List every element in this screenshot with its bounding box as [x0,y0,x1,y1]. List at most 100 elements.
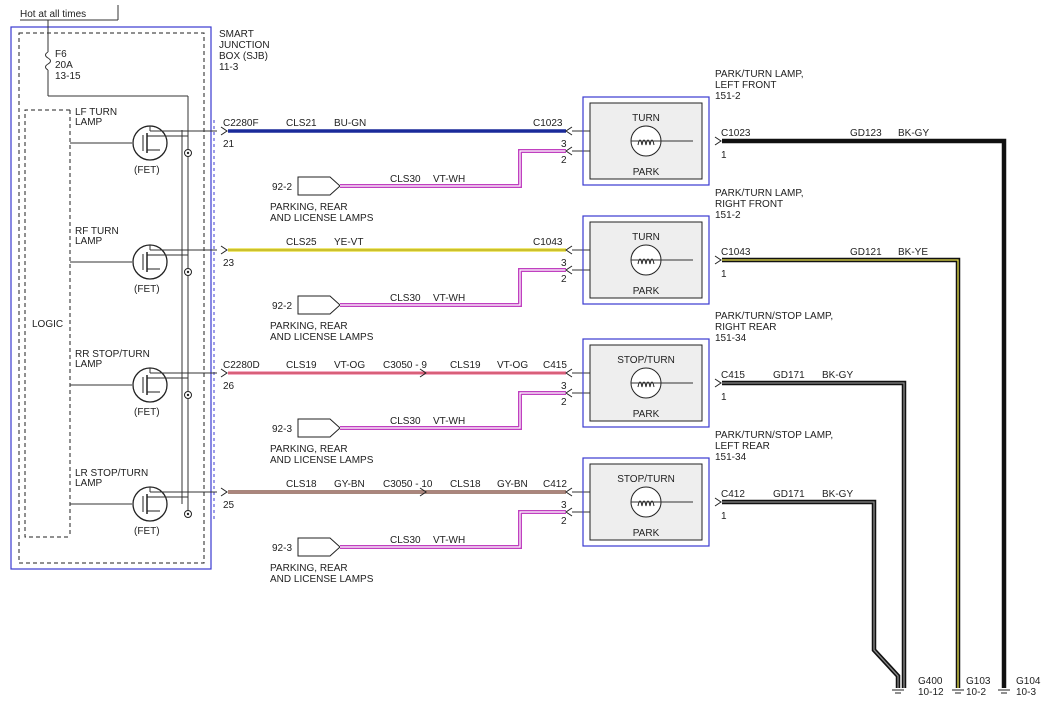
circuit-name: CLS19 [286,360,317,371]
logic-label: LOGIC [32,319,63,330]
fet-label: (FET) [134,284,160,295]
inline-connector-label: C3050 - 10 [383,479,433,490]
circuit-color-2: VT-OG [497,360,528,371]
park-pin-bottom: 2 [561,516,567,527]
circuit-name: CLS25 [286,237,317,248]
park-desc-2: AND LICENSE LAMPS [270,332,374,343]
ground-connector-arrow [714,378,722,388]
park-pin-arrow [565,146,573,156]
park-ref: 92-3 [272,424,292,435]
fuse-name: F6 [55,49,67,60]
ground-pin-label: 1 [721,392,727,403]
park-desc-1: PARKING, REAR [270,563,348,574]
ground-connector-label: C415 [721,370,745,381]
sjb-label-1: SMART [219,29,254,40]
lamp-top-label: STOP/TURN [617,474,675,485]
lamp-name-2: RIGHT REAR [715,322,777,333]
output-label-1: LF TURN [75,107,117,118]
ground-pin-label: 1 [721,269,727,280]
ground-pin-label: 1 [721,150,727,161]
sjb-ref: 11-3 [219,62,239,73]
sjb-label-3: BOX (SJB) [219,51,268,62]
inline-connector-arrow [419,368,427,378]
circuit-color: YE-VT [334,237,363,248]
park-pin-top: 3 [561,500,567,511]
park-pin-arrow [565,265,573,275]
park-pin-top: 3 [561,139,567,150]
park-pin-bottom: 2 [561,397,567,408]
park-desc-2: AND LICENSE LAMPS [270,213,374,224]
ground-wire-stripe [722,140,1005,688]
connector-arrow [220,487,228,497]
sjb-pin-label: 23 [223,258,235,269]
ground-wire [722,138,1007,688]
ground-connector-label: C412 [721,489,745,500]
park-connector-shape [297,295,341,315]
ground-circuit: GD121 [850,247,882,258]
park-connector-shape [297,176,341,196]
ground-color: BK-YE [898,247,928,258]
park-color: VT-WH [433,535,465,546]
lamp-name-1: PARK/TURN/STOP LAMP, [715,430,833,441]
inline-connector-arrow [419,487,427,497]
lamp-bottom-label: PARK [633,167,660,178]
ground-color: BK-GY [822,370,853,381]
lamp-name-1: PARK/TURN/STOP LAMP, [715,311,833,322]
ground-wire [722,499,901,688]
circuit-color: VT-OG [334,360,365,371]
lamp-ref: 151-2 [715,91,741,102]
connector-arrow [220,368,228,378]
park-circuit: CLS30 [390,174,421,185]
fuse-icon [45,51,51,71]
sjb-connector-label: C2280F [223,118,259,129]
lamp-box-outer [582,215,710,305]
ground-wire [722,380,907,688]
ground-wire-stripe [722,382,905,688]
ground-connector-arrow [714,255,722,265]
park-pin-arrow [565,388,573,398]
connector-arrow [220,245,228,255]
park-circuit: CLS30 [390,293,421,304]
circuit-name-2: CLS19 [450,360,481,371]
lamp-ref: 151-2 [715,210,741,221]
park-desc-2: AND LICENSE LAMPS [270,574,374,585]
output-label-2: LAMP [75,117,103,128]
lamp-top-label: TURN [632,113,660,124]
ground-circuit: GD123 [850,128,882,139]
circuit-name: CLS21 [286,118,317,129]
lamp-box-outer [582,338,710,428]
circuit-name-2: CLS18 [450,479,481,490]
lamp-bottom-label: PARK [633,528,660,539]
ground-ref: 10-12 [918,687,944,698]
lamp-connector-arrow [565,487,573,497]
lamp-box-outer [582,96,710,186]
lamp-connector-arrow [565,368,573,378]
lamp-connector-label: C415 [543,360,567,371]
ground-wire-stripe [722,501,899,688]
park-connector-shape [297,418,341,438]
ground-circuit: GD171 [773,370,805,381]
ground-color: BK-GY [822,489,853,500]
lamp-top-label: STOP/TURN [617,355,675,366]
park-pin-bottom: 2 [561,155,567,166]
ground-circuit: GD171 [773,489,805,500]
lamp-bottom-label: PARK [633,286,660,297]
ground-ref: 10-3 [1016,687,1036,698]
sjb-pin-label: 26 [223,381,235,392]
sjb-inner-dashed [18,32,205,564]
lamp-connector-label: C1023 [533,118,563,129]
circuit-color: GY-BN [334,479,365,490]
park-wire-stripe [340,269,566,306]
park-pin-bottom: 2 [561,274,567,285]
fet-label: (FET) [134,526,160,537]
park-pin-top: 3 [561,258,567,269]
lamp-connector-label: C412 [543,479,567,490]
park-color: VT-WH [433,174,465,185]
park-ref: 92-3 [272,543,292,554]
output-label-1: RF TURN [75,226,119,237]
lamp-name-1: PARK/TURN LAMP, [715,69,804,80]
circuit-color-2: GY-BN [497,479,528,490]
output-label-2: LAMP [75,478,103,489]
ground-connector-label: C1043 [721,247,751,258]
